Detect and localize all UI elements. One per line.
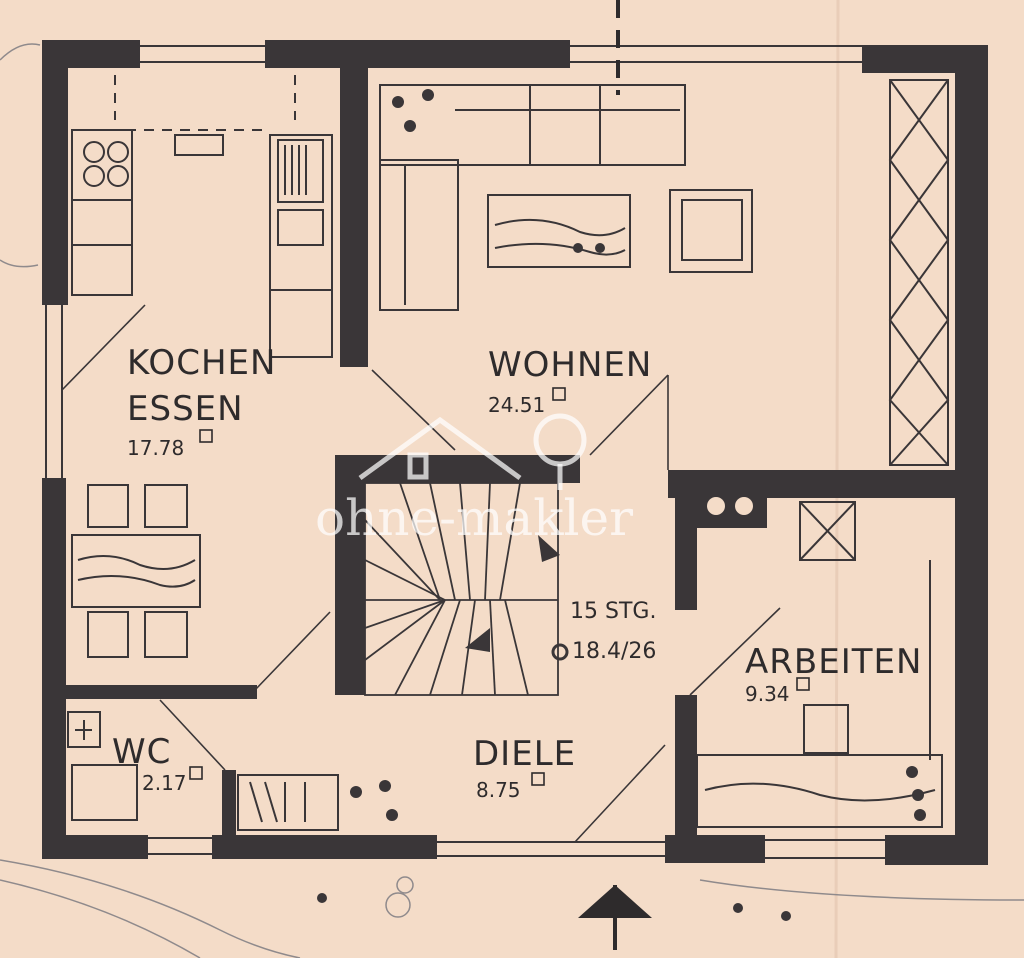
area-unit-box [552, 387, 566, 401]
area-unit-box [199, 429, 213, 443]
stair-arrow [465, 628, 490, 652]
walls [42, 40, 988, 865]
chimney-flue [735, 497, 753, 515]
door-swings [61, 304, 781, 843]
stair-steps: 15 STG. [570, 599, 656, 624]
office-furniture [696, 501, 943, 828]
dining-table [71, 484, 201, 658]
garden-sketch [0, 43, 1024, 958]
room-area-wohnen: 24.51 [488, 393, 545, 417]
room-area-kochen: 17.78 [127, 436, 184, 460]
room-name-kochen: KOCHEN [127, 343, 276, 383]
room-name-wc: WC [112, 732, 171, 772]
watermark-text: ohne-makler [315, 489, 633, 547]
area-unit-box [531, 772, 545, 786]
room-area-diele: 8.75 [476, 778, 521, 802]
room-name-arbeiten: ARBEITEN [745, 642, 922, 682]
plant-symbols [317, 89, 926, 921]
kitchen-furniture [71, 75, 333, 358]
room-area-arbeiten: 9.34 [745, 682, 790, 706]
living-furniture [379, 79, 950, 466]
stair-dimension: 18.4/26 [572, 639, 656, 664]
area-unit-box [189, 766, 203, 780]
room-name-essen: ESSEN [127, 389, 244, 429]
windows [45, 45, 885, 859]
staircase [364, 482, 559, 696]
wc-fixtures [67, 711, 339, 831]
chimney-flue [707, 497, 725, 515]
room-name-wohnen: WOHNEN [488, 345, 652, 385]
watermark-logo [358, 413, 587, 490]
stair-arrow [538, 535, 560, 562]
stair-dot [551, 643, 569, 661]
room-name-diele: DIELE [473, 734, 576, 774]
room-area-wc: 2.17 [142, 771, 187, 795]
area-unit-box [796, 677, 810, 691]
